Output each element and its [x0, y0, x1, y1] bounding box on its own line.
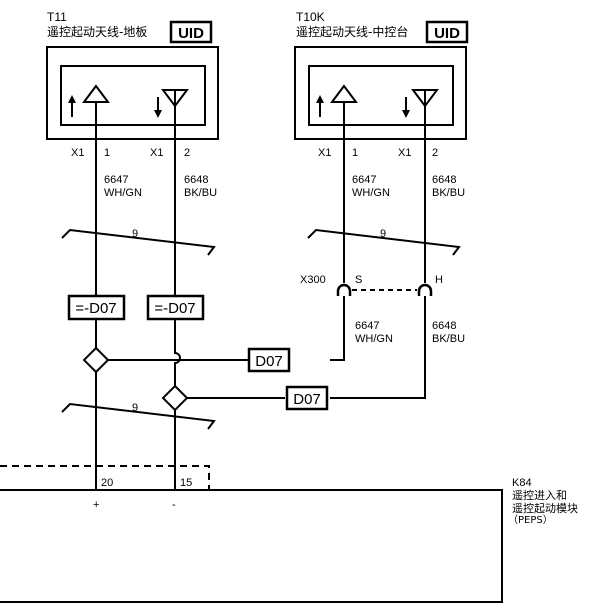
t10k-pin1-color: WH/GN: [352, 187, 390, 199]
t11-name: 遥控起动天线-地板: [47, 25, 147, 39]
x300-pin-s: S: [355, 274, 362, 286]
x300-s-terminal-icon: [336, 283, 352, 296]
x300-s-circuit: 6647: [355, 320, 379, 332]
x300-h-terminal-icon: [417, 283, 433, 296]
k84-name-line1: 遥控进入和: [512, 488, 567, 502]
k84-box: [0, 489, 503, 603]
k84-partial-boundary: [0, 465, 210, 490]
k84-name-line2: 遥控起动模块: [512, 501, 578, 515]
t10k-pin2-connector: X1: [398, 147, 411, 159]
t11-uid-label: UID: [178, 25, 204, 42]
t11-outer-box: [46, 46, 219, 140]
reference-tag-d07-a[interactable]: D07: [247, 347, 291, 373]
t10k-pin1-connector: X1: [318, 147, 331, 159]
k84-ref: K84: [512, 477, 532, 489]
splice-left-icon: [82, 346, 110, 374]
t11-uid-box: [169, 20, 213, 44]
x300-pin-h: H: [435, 274, 443, 286]
t11-antenna-down-icon: [154, 89, 189, 118]
reference-tag-left-2-label: =-D07: [154, 300, 195, 317]
break-line-top-right: [307, 228, 461, 256]
t11-pin1-connector: X1: [71, 147, 84, 159]
wire-x300-h-to-d07: [330, 296, 426, 399]
t10k-component: T10K 遥控起动天线-中控台 UID X1 1 X1 2 6647 WH/GN…: [294, 10, 469, 199]
t10k-antenna-down-icon: [402, 89, 439, 118]
wire-t11-6648-mid: [174, 319, 181, 386]
t10k-inner-box: [308, 65, 454, 126]
harness-breaks: [61, 228, 461, 430]
t10k-outer-box: [294, 46, 467, 140]
k84-pin15-number: 15: [180, 477, 192, 489]
t10k-ref: T10K: [296, 10, 325, 24]
t11-pin2-color: BK/BU: [184, 187, 217, 199]
t10k-pin2-color: BK/BU: [432, 187, 465, 199]
reference-tag-left-2[interactable]: =-D07: [146, 294, 205, 321]
t11-pin1-color: WH/GN: [104, 187, 142, 199]
k84-name-line3: （PEPS）: [508, 514, 553, 526]
break-label-top-right: 9: [380, 228, 386, 240]
t10k-uid-box: [425, 20, 469, 44]
reference-tag-d07-b-label: D07: [293, 391, 321, 408]
break-label-bottom: 9: [132, 402, 138, 414]
t11-pin1-circuit: 6647: [104, 174, 128, 186]
t10k-uid-label: UID: [434, 25, 460, 42]
k84-pin20-number: 20: [101, 477, 113, 489]
reference-tag-d07-a-label: D07: [255, 353, 283, 370]
splice-right-icon: [161, 384, 189, 412]
x300-s-color: WH/GN: [355, 333, 393, 345]
k84-pin15-polarity: -: [172, 499, 176, 511]
t11-inner-box: [60, 65, 206, 126]
t11-antenna-up-icon: [68, 84, 110, 117]
break-label-top-left: 9: [132, 228, 138, 240]
k84-module: 20 15 + - K84 遥控进入和 遥控起动模块 （PEPS）: [0, 465, 578, 603]
reference-tag-d07-b[interactable]: D07: [285, 385, 329, 411]
t10k-pin2-circuit: 6648: [432, 174, 456, 186]
t11-pin2-number: 2: [184, 147, 190, 159]
t11-pin1-number: 1: [104, 147, 110, 159]
break-line-top-left: [61, 228, 216, 256]
t11-ref: T11: [47, 10, 67, 24]
x300-h-circuit: 6648: [432, 320, 456, 332]
x300-label: X300: [300, 274, 326, 286]
reference-tag-left-1-label: =-D07: [75, 300, 116, 317]
t11-pin2-connector: X1: [150, 147, 163, 159]
wire-x300-s-to-d07: [330, 296, 345, 361]
wires: [95, 90, 426, 490]
t10k-antenna-up-icon: [316, 84, 358, 117]
t11-component: T11 遥控起动天线-地板 UID X1 1 X1 2 6647 WH/GN 6…: [46, 10, 219, 199]
break-line-bottom: [61, 402, 216, 430]
k84-pin20-polarity: +: [93, 499, 99, 511]
t10k-pin1-number: 1: [352, 147, 358, 159]
t11-pin2-circuit: 6648: [184, 174, 208, 186]
t10k-pin1-circuit: 6647: [352, 174, 376, 186]
x300-h-color: BK/BU: [432, 333, 465, 345]
t10k-pin2-number: 2: [432, 147, 438, 159]
reference-tag-left-1[interactable]: =-D07: [67, 294, 126, 321]
x300-connector: X300 S H: [300, 274, 443, 296]
t10k-name: 遥控起动天线-中控台: [296, 24, 408, 39]
